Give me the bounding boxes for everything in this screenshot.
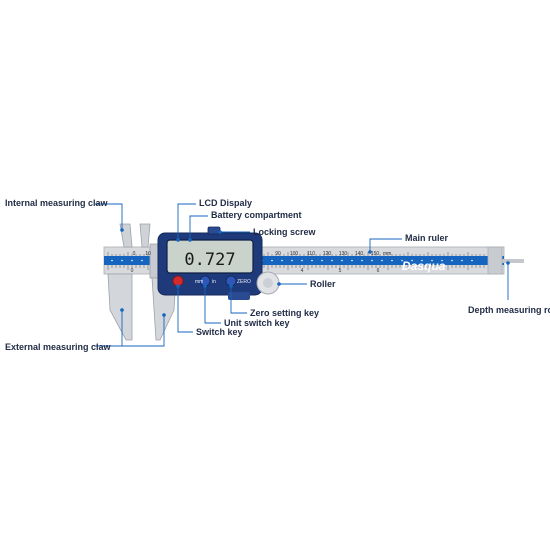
mm-scale-label: 130 xyxy=(339,251,348,257)
ruler-dot xyxy=(301,259,303,262)
label-lcd-display: LCD Dispaly xyxy=(199,198,253,208)
inch-scale-label: 0 xyxy=(131,268,134,274)
ruler-dot xyxy=(431,259,433,262)
lcd-screen xyxy=(166,239,254,274)
callout-lines xyxy=(95,203,510,347)
mm-scale-labels: 0 10 90 100 110 120 130 140 150 xyxy=(133,251,380,257)
ruler-dot xyxy=(311,259,313,262)
callout-dot xyxy=(506,261,510,265)
ruler-dot xyxy=(331,259,333,262)
label-locking-screw: Locking screw xyxy=(253,227,316,237)
mm-scale-label: 140 xyxy=(355,251,364,257)
ruler-dot xyxy=(471,259,473,262)
ruler-dot xyxy=(291,259,293,262)
ruler-dot xyxy=(141,259,143,262)
ruler-dot xyxy=(131,259,133,262)
callout-lcd-display xyxy=(177,203,196,240)
label-roller: Roller xyxy=(310,279,336,289)
callout-dot xyxy=(229,284,233,288)
depth-rod xyxy=(502,259,524,263)
label-unit-key: Unit switch key xyxy=(224,318,290,328)
callout-dot xyxy=(188,238,192,242)
ruler-dot xyxy=(281,259,283,262)
callout-zero-key xyxy=(230,286,247,314)
callout-dot xyxy=(368,250,372,254)
callout-dot xyxy=(176,284,180,288)
ruler-dot xyxy=(391,259,393,262)
ruler-dot xyxy=(451,259,453,262)
label-switch-key: Switch key xyxy=(196,327,243,337)
inch-scale-label: 6 xyxy=(377,268,380,274)
callout-dot xyxy=(120,308,124,312)
ruler-dot xyxy=(341,259,343,262)
brand-logo: Dasqua xyxy=(402,259,446,273)
scale-unit-label: mm xyxy=(383,251,391,257)
ruler-dot xyxy=(441,259,443,262)
callout-dot xyxy=(162,313,166,317)
unit-in-label: in xyxy=(212,279,216,285)
roller-bracket xyxy=(228,292,250,300)
ruler-dot xyxy=(351,259,353,262)
locking-screw-shape xyxy=(207,226,221,235)
mm-scale-label: 110 xyxy=(307,251,315,257)
label-battery: Battery compartment xyxy=(211,210,302,220)
callout-external-claw-2 xyxy=(122,315,165,347)
ruler-dot xyxy=(121,259,123,262)
main-ruler-blue-band xyxy=(104,256,504,265)
internal-claw-moving xyxy=(139,223,151,248)
ruler-dot xyxy=(401,259,403,262)
callout-dot xyxy=(203,284,207,288)
label-external-claw: External measuring claw xyxy=(5,342,111,352)
lcd-reading: 0.727 xyxy=(184,250,235,270)
callout-dot xyxy=(218,230,222,234)
callout-dot xyxy=(277,282,281,286)
inch-scale-labels: 0 4 5 6 xyxy=(131,268,380,274)
mm-scale-label: 150 xyxy=(371,251,380,257)
callout-main-ruler xyxy=(369,238,402,252)
callout-battery xyxy=(189,215,208,240)
beam-end xyxy=(487,246,503,275)
callout-unit-key xyxy=(204,286,221,324)
inch-scale-label: 4 xyxy=(301,268,304,274)
external-claw-fixed xyxy=(107,273,133,341)
callout-dot xyxy=(120,228,124,232)
unit-mm-label: mm xyxy=(195,279,203,285)
ruler-dot xyxy=(411,259,413,262)
ruler-dot xyxy=(371,259,373,262)
ruler-dot xyxy=(461,259,463,262)
ruler-dot xyxy=(271,259,273,262)
ruler-dot xyxy=(321,259,323,262)
mm-scale-label: 10 xyxy=(145,251,151,257)
ruler-dot xyxy=(111,259,113,262)
label-depth-rod: Depth measuring rod xyxy=(468,305,550,315)
zero-label: ZERO xyxy=(237,279,251,285)
callout-internal-claw xyxy=(95,203,123,230)
inch-scale-label: 5 xyxy=(339,268,342,274)
callout-switch-key xyxy=(177,286,193,333)
callout-dot xyxy=(176,238,180,242)
mm-scale-label: 90 xyxy=(275,251,281,257)
ruler-dot xyxy=(361,259,363,262)
roller-core xyxy=(263,278,273,288)
mm-scale-label: 100 xyxy=(290,251,299,257)
mm-scale-label: 120 xyxy=(323,251,332,257)
ruler-dot xyxy=(381,259,383,262)
ruler-dot xyxy=(421,259,423,262)
label-zero-key: Zero setting key xyxy=(250,308,320,318)
label-internal-claw: Internal measuring claw xyxy=(5,198,108,208)
label-main-ruler: Main ruler xyxy=(405,233,449,243)
mm-scale-label: 0 xyxy=(133,251,136,257)
